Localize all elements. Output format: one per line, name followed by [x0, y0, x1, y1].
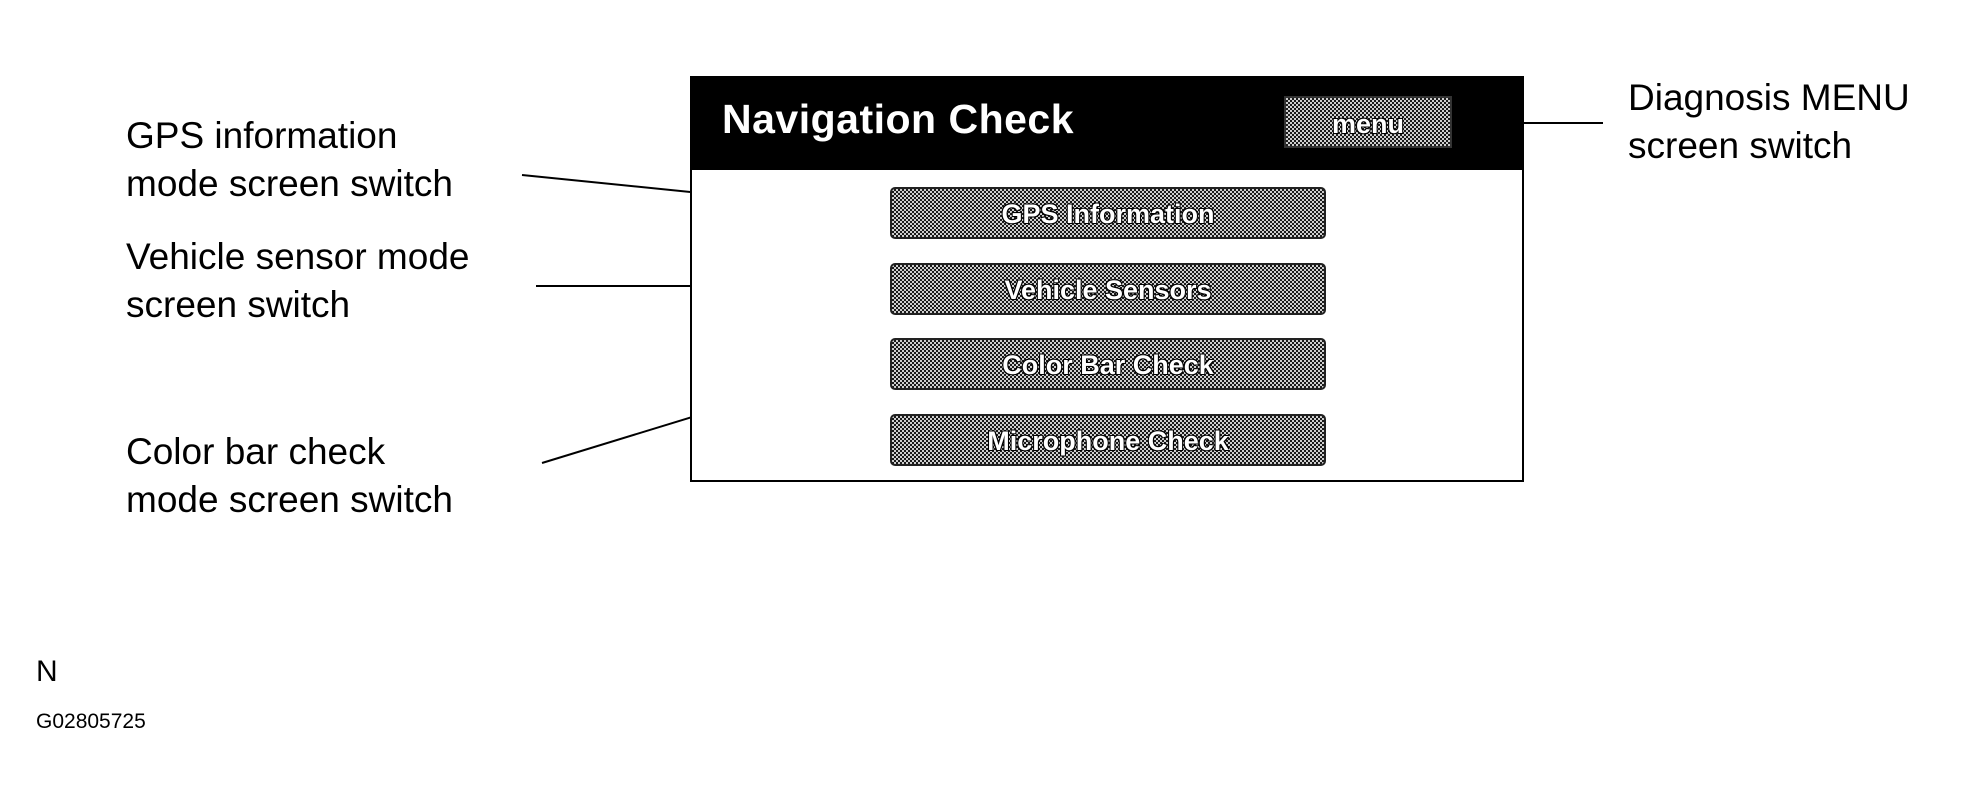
vehicle-sensors-button[interactable]: Vehicle Sensors: [890, 263, 1326, 315]
microphone-check-button[interactable]: Microphone Check: [890, 414, 1326, 466]
figure-code: G02805725: [36, 710, 146, 733]
screen-header: Navigation Check menu: [692, 78, 1522, 170]
callout-gps-information: GPS information mode screen switch: [126, 115, 453, 204]
color-bar-check-button[interactable]: Color Bar Check: [890, 338, 1326, 390]
callout-color-bar-check: Color bar check mode screen switch: [126, 431, 453, 520]
callout-vehicle-sensor: Vehicle sensor mode screen switch: [126, 236, 470, 325]
screen-title: Navigation Check: [722, 96, 1075, 142]
figure-letter: N: [36, 655, 58, 688]
navigation-check-screen: Navigation Check menu GPS Information Ve…: [690, 76, 1524, 482]
gps-information-button[interactable]: GPS Information: [890, 187, 1326, 239]
callout-diagnosis-menu: Diagnosis MENU screen switch: [1628, 77, 1910, 166]
menu-button[interactable]: menu: [1284, 96, 1452, 148]
